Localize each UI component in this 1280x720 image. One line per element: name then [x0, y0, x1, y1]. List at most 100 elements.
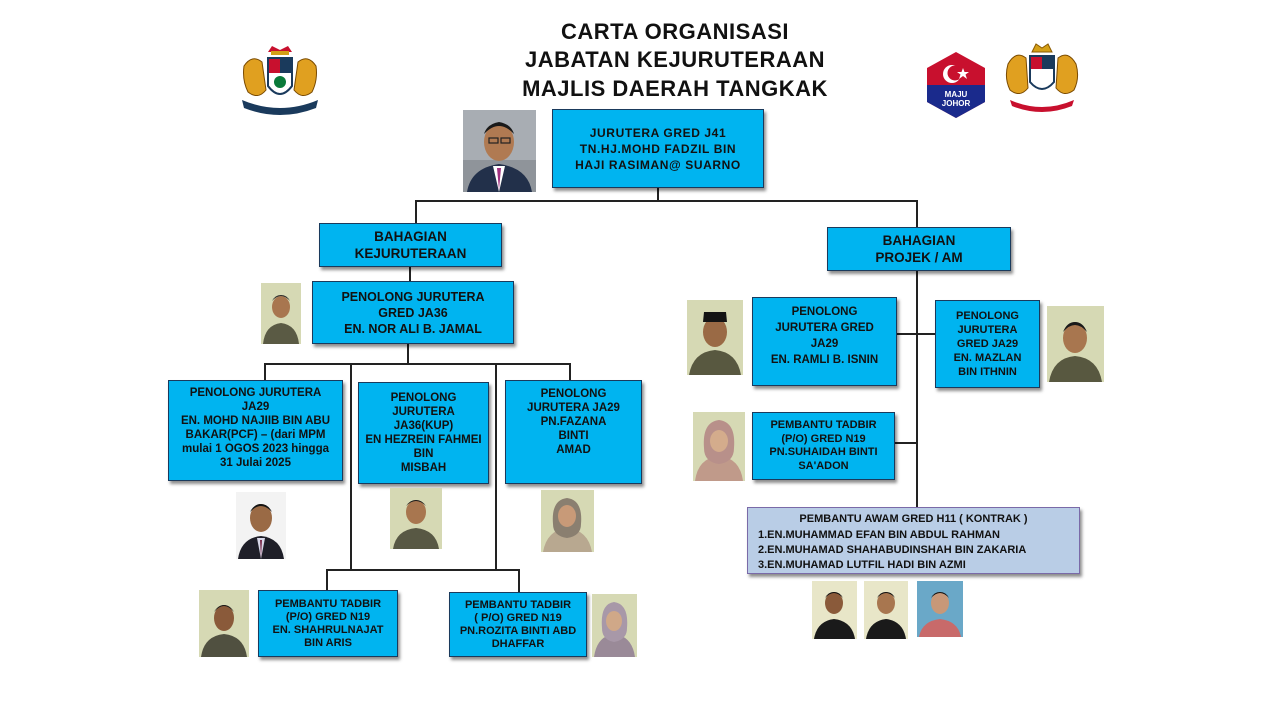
- portrait-photo-mazlan: [1047, 306, 1104, 382]
- ja36-name: EN. NOR ALI B. JAMAL: [344, 321, 482, 336]
- suhaidah-line2: (P/O) GRED N19: [781, 432, 866, 445]
- engineering-division-label-2: KEJURUTERAAN: [354, 246, 467, 261]
- contract-member-3: 3.EN.MUHAMAD LUTFIL HADI BIN AZMI: [758, 559, 966, 571]
- engineering-division-label-1: BAHAGIAN: [374, 229, 447, 244]
- najiib-line6: 31 Julai 2025: [220, 457, 291, 469]
- shahrul-line4: BIN ARIS: [304, 636, 352, 649]
- rozita-line3: PN.ROZITA BINTI ABD: [459, 624, 577, 637]
- mazlan-line4: EN. MAZLAN: [953, 352, 1022, 364]
- admin-assistant-rozita-box: PEMBANTU TADBIR ( P/O) GRED N19 PN.ROZIT…: [449, 592, 587, 657]
- najiib-line3: EN. MOHD NAJIIB BIN ABU: [180, 415, 331, 427]
- hezrein-line4: EN HEZREIN FAHMEI: [365, 434, 482, 446]
- fazana-line3: PN.FAZANA: [540, 416, 607, 428]
- chart-title-line1: CARTA ORGANISASI: [561, 19, 789, 44]
- ja36-grade: GRED JA36: [378, 305, 448, 320]
- ramli-line3: JA29: [810, 338, 839, 350]
- hezrein-line6: MISBAH: [400, 462, 447, 474]
- project-division-label-1: BAHAGIAN: [882, 233, 956, 248]
- fazana-line2: JURUTERA JA29: [527, 402, 620, 414]
- fazana-line1: PENOLONG: [540, 388, 607, 400]
- portrait-photo-rozita: [592, 594, 637, 657]
- portrait-photo-contract-2: [864, 581, 908, 639]
- ramli-line4: EN. RAMLI B. ISNIN: [770, 354, 879, 366]
- connector: [657, 188, 659, 201]
- portrait-photo-suhaidah: [693, 412, 745, 481]
- mazlan-line2: JURUTERA: [957, 324, 1018, 336]
- connector: [897, 333, 936, 335]
- contract-title: PEMBANTU AWAM GRED H11 ( KONTRAK ): [799, 513, 1028, 525]
- assistant-engineer-ja36-box: PENOLONG JURUTERA GRED JA36 EN. NOR ALI …: [312, 281, 514, 344]
- portrait-photo-head: [463, 110, 536, 192]
- suhaidah-line4: SA'ADON: [798, 459, 849, 472]
- rozita-line1: PEMBANTU TADBIR: [464, 598, 572, 611]
- connector: [407, 344, 409, 364]
- assistant-engineer-mazlan-box: PENOLONG JURUTERA GRED JA29 EN. MAZLAN B…: [935, 300, 1040, 388]
- connector: [495, 363, 497, 570]
- hezrein-line5: BIN: [413, 448, 434, 460]
- ramli-line2: JURUTERA GRED: [775, 322, 874, 334]
- connector: [409, 267, 411, 281]
- najiib-line1: PENOLONG JURUTERA: [189, 387, 322, 399]
- project-division-box: BAHAGIAN PROJEK / AM: [827, 227, 1011, 271]
- admin-assistant-suhaidah-box: PEMBANTU TADBIR (P/O) GRED N19 PN.SUHAID…: [752, 412, 895, 480]
- rozita-line2: ( P/O) GRED N19: [474, 611, 562, 624]
- connector: [264, 363, 266, 381]
- shahrul-line1: PEMBANTU TADBIR: [274, 597, 382, 610]
- connector: [916, 200, 918, 228]
- district-council-crest-logo: [238, 46, 322, 122]
- ramli-line1: PENOLONG: [791, 306, 858, 318]
- rozita-line4: DHAFFAR: [491, 637, 545, 650]
- portrait-photo-hezrein: [390, 488, 442, 549]
- head-name-1: TN.HJ.MOHD FADZIL BIN: [579, 141, 737, 156]
- portrait-photo-shahrul: [199, 590, 249, 657]
- portrait-photo-contract-3: [917, 581, 963, 637]
- fazana-line5: AMAD: [556, 444, 591, 456]
- contract-member-2: 2.EN.MUHAMAD SHAHABUDINSHAH BIN ZAKARIA: [758, 544, 1027, 556]
- connector: [895, 442, 918, 444]
- connector: [916, 271, 918, 508]
- suhaidah-line1: PEMBANTU TADBIR: [770, 419, 877, 431]
- badge-text-johor: JOHOR: [941, 99, 971, 108]
- shahrul-line2: (P/O) GRED N19: [285, 610, 371, 623]
- suhaidah-line3: PN.SUHAIDAH BINTI: [769, 446, 878, 458]
- assistant-engineer-hezrein-box: PENOLONG JURUTERA JA36(KUP) EN HEZREIN F…: [358, 382, 489, 484]
- ja36-title: PENOLONG JURUTERA: [341, 289, 485, 304]
- connector: [569, 363, 571, 381]
- connector: [326, 569, 328, 591]
- portrait-photo-ramli: [687, 300, 743, 375]
- najiib-line2: JA29: [241, 401, 270, 413]
- portrait-photo-nor-ali: [261, 283, 301, 344]
- fazana-line4: BINTI: [558, 430, 589, 442]
- badge-text-maju: MAJU: [944, 90, 968, 99]
- hezrein-line2: JURUTERA: [392, 406, 455, 418]
- mazlan-line1: PENOLONG: [956, 310, 1019, 322]
- assistant-engineer-najiib-box: PENOLONG JURUTERA JA29 EN. MOHD NAJIIB B…: [168, 380, 343, 481]
- contract-member-1: 1.EN.MUHAMMAD EFAN BIN ABDUL RAHMAN: [758, 529, 1000, 541]
- portrait-photo-najiib: [236, 492, 286, 559]
- project-division-label-2: PROJEK / AM: [875, 250, 963, 265]
- maju-johor-badge-logo: [927, 52, 985, 118]
- najiib-line5: mulai 1 OGOS 2023 hingga: [182, 443, 329, 455]
- najiib-line4: BAKAR(PCF) – (dari MPM: [185, 429, 326, 441]
- connector: [518, 569, 520, 594]
- shahrul-line3: EN. SHAHRULNAJAT: [272, 623, 384, 636]
- hezrein-line1: PENOLONG: [390, 392, 457, 404]
- portrait-photo-contract-1: [812, 581, 857, 639]
- admin-assistant-shahrul-box: PEMBANTU TADBIR (P/O) GRED N19 EN. SHAHR…: [258, 590, 398, 657]
- hezrein-line3: JA36(KUP): [393, 420, 454, 432]
- assistant-engineer-fazana-box: PENOLONG JURUTERA JA29 PN.FAZANA BINTI A…: [505, 380, 642, 484]
- assistant-engineer-ramli-box: PENOLONG JURUTERA GRED JA29 EN. RAMLI B.…: [752, 297, 897, 386]
- connector: [326, 569, 520, 571]
- chart-title-line2: JABATAN KEJURUTERAAN: [524, 47, 826, 72]
- connector: [415, 200, 918, 202]
- connector: [264, 363, 571, 365]
- portrait-photo-fazana: [541, 490, 594, 552]
- contract-staff-box: PEMBANTU AWAM GRED H11 ( KONTRAK ) 1.EN.…: [747, 507, 1080, 574]
- johor-state-crest-logo: [1004, 42, 1080, 116]
- head-grade: JURUTERA GRED J41: [589, 125, 727, 140]
- mazlan-line5: BIN ITHNIN: [958, 366, 1017, 378]
- connector: [415, 200, 417, 224]
- mazlan-line3: GRED JA29: [956, 338, 1019, 350]
- head-engineer-box: JURUTERA GRED J41 TN.HJ.MOHD FADZIL BIN …: [552, 109, 764, 188]
- connector: [350, 363, 352, 570]
